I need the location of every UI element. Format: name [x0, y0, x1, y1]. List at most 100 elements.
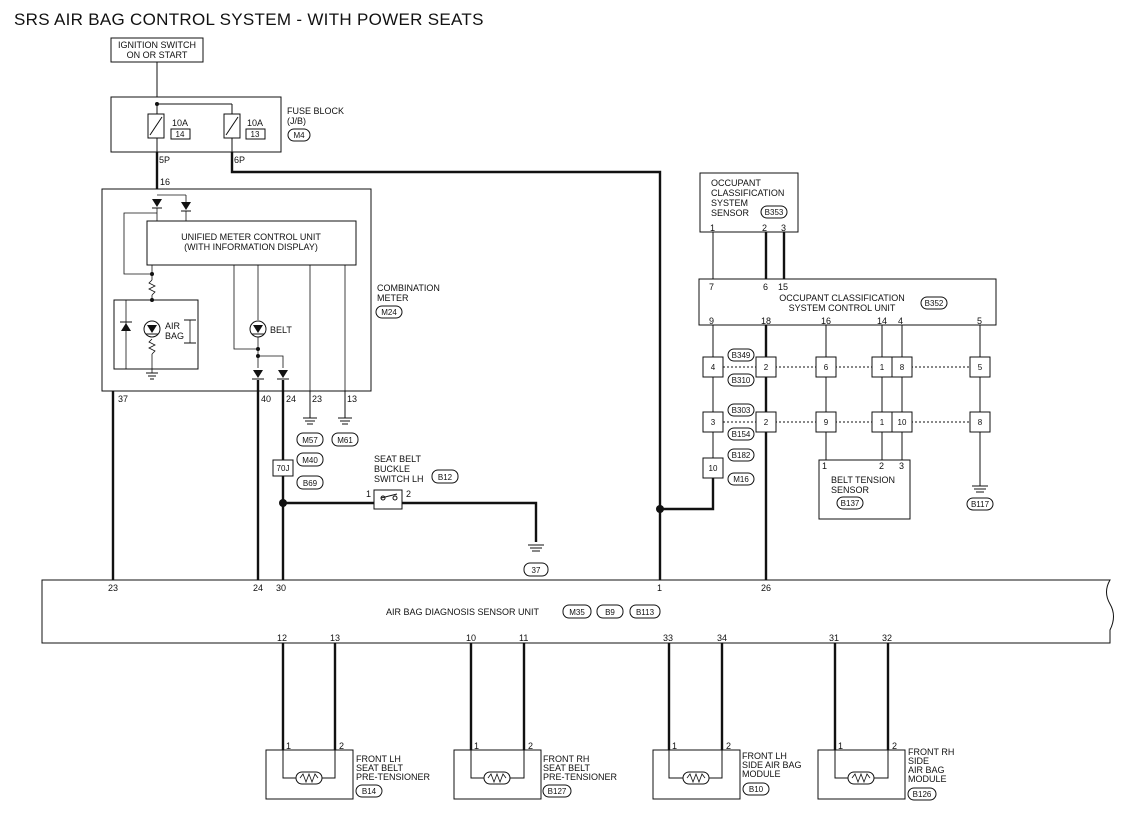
fuse-b-rating: 10A	[247, 118, 263, 128]
buckle-pin-1: 1	[366, 489, 371, 499]
meter-pin-13: 13	[347, 394, 357, 404]
svg-text:SEAT BELT: SEAT BELT	[543, 763, 591, 773]
svg-text:13: 13	[330, 633, 340, 643]
ground-connector-b117	[966, 497, 994, 511]
svg-text:37: 37	[532, 566, 541, 575]
device-front-rh-side-airbag: 1 2 FRONT RH SIDE AIR BAG MODULE B126	[817, 643, 954, 801]
svg-text:M16: M16	[733, 475, 749, 484]
fuse-pin-6p: 6P	[234, 155, 245, 165]
svg-text:PRE-TENSIONER: PRE-TENSIONER	[543, 772, 618, 782]
fuse-block-connector	[287, 128, 311, 142]
svg-text:BELT TENSION: BELT TENSION	[831, 475, 895, 485]
svg-text:15: 15	[778, 282, 788, 292]
svg-text:B154: B154	[732, 430, 751, 439]
svg-text:7: 7	[709, 282, 714, 292]
harness-row-1: 4 2 6 1 8 5 B349 B310	[702, 348, 991, 387]
svg-text:B349: B349	[732, 351, 751, 360]
svg-text:9: 9	[824, 418, 829, 427]
device-front-rh-pretensioner: 1 2 FRONT RH SEAT BELT PRE-TENSIONER B12…	[453, 643, 618, 800]
svg-text:2: 2	[892, 741, 897, 751]
svg-text:1: 1	[672, 741, 677, 751]
page-title: SRS AIR BAG CONTROL SYSTEM - WITH POWER …	[14, 10, 484, 29]
buckle-pin-2: 2	[406, 489, 411, 499]
svg-text:FRONT RH: FRONT RH	[908, 747, 954, 757]
harness-row-3-connector-a	[727, 448, 755, 462]
unified-unit-label-1: UNIFIED METER CONTROL UNIT	[181, 232, 321, 242]
svg-text:1: 1	[880, 363, 885, 372]
svg-text:M4: M4	[293, 131, 305, 140]
junction-connector-m40	[296, 452, 324, 467]
buckle-connector	[431, 469, 459, 484]
svg-text:30: 30	[276, 583, 286, 593]
svg-text:SEAT BELT: SEAT BELT	[356, 763, 404, 773]
meter-pin-16: 16	[160, 177, 170, 187]
ground-connector-m57	[296, 432, 324, 447]
fuse-a-number: 14	[176, 130, 185, 139]
svg-text:6: 6	[763, 282, 768, 292]
svg-text:1: 1	[880, 418, 885, 427]
svg-text:B10: B10	[749, 785, 764, 794]
svg-text:1: 1	[657, 583, 662, 593]
fuse-a-rating: 10A	[172, 118, 188, 128]
svg-text:SENSOR: SENSOR	[831, 485, 870, 495]
svg-text:B303: B303	[732, 406, 751, 415]
svg-text:FRONT LH: FRONT LH	[742, 751, 787, 761]
air-bag-diagnosis-sensor-unit: 23 24 30 1 26 AIR BAG DIAGNOSIS SENSOR U…	[41, 579, 1114, 644]
fuse-pin-5p: 5P	[159, 155, 170, 165]
combination-meter-label-1: COMBINATION	[377, 283, 440, 293]
svg-text:12: 12	[277, 633, 287, 643]
svg-text:8: 8	[978, 418, 983, 427]
svg-text:B69: B69	[303, 479, 318, 488]
airbag-lamp-label-1: AIR	[165, 321, 181, 331]
buckle-label-1: SEAT BELT	[374, 454, 422, 464]
svg-text:18: 18	[761, 316, 771, 326]
svg-text:32: 32	[882, 633, 892, 643]
combination-meter: 16 UNIFIED METER CONTROL UNIT (WITH INFO…	[101, 177, 372, 392]
svg-text:2: 2	[339, 741, 344, 751]
svg-text:AIR BAG: AIR BAG	[908, 765, 945, 775]
combination-meter-connector	[375, 305, 403, 319]
belt-lamp-label: BELT	[270, 325, 292, 335]
belt-tension-sensor: 1 2 3 BELT TENSION SENSOR B137	[818, 459, 911, 520]
svg-text:1: 1	[822, 461, 827, 471]
svg-text:B352: B352	[925, 299, 944, 308]
svg-text:SYSTEM CONTROL UNIT: SYSTEM CONTROL UNIT	[789, 303, 896, 313]
svg-text:M61: M61	[337, 436, 353, 445]
svg-text:4: 4	[711, 363, 716, 372]
meter-pin-37: 37	[118, 394, 128, 404]
svg-text:31: 31	[829, 633, 839, 643]
svg-text:70J: 70J	[277, 464, 290, 473]
svg-text:10: 10	[466, 633, 476, 643]
ignition-label-1: IGNITION SWITCH	[118, 40, 196, 50]
svg-text:OCCUPANT: OCCUPANT	[711, 178, 761, 188]
svg-text:1: 1	[286, 741, 291, 751]
buckle-label-3: SWITCH LH	[374, 474, 424, 484]
svg-text:2: 2	[764, 418, 769, 427]
svg-text:B9: B9	[605, 608, 615, 617]
junction-connector-b69	[296, 475, 324, 490]
svg-text:3: 3	[781, 223, 786, 233]
ground-connector-m61	[331, 432, 359, 447]
svg-text:3: 3	[899, 461, 904, 471]
svg-text:B12: B12	[438, 473, 453, 482]
svg-text:8: 8	[900, 363, 905, 372]
svg-text:23: 23	[108, 583, 118, 593]
meter-pin-23: 23	[312, 394, 322, 404]
svg-text:10: 10	[709, 464, 718, 473]
diag-unit-label: AIR BAG DIAGNOSIS SENSOR UNIT	[386, 607, 540, 617]
svg-text:PRE-TENSIONER: PRE-TENSIONER	[356, 772, 431, 782]
harness-row-3-connector-b	[727, 472, 755, 486]
svg-text:24: 24	[253, 583, 263, 593]
svg-text:2: 2	[726, 741, 731, 751]
svg-text:4: 4	[898, 316, 903, 326]
svg-text:MODULE: MODULE	[742, 769, 781, 779]
svg-text:2: 2	[879, 461, 884, 471]
svg-text:33: 33	[663, 633, 673, 643]
svg-text:B14: B14	[362, 787, 377, 796]
svg-text:B127: B127	[548, 787, 567, 796]
device-front-lh-side-airbag: 1 2 FRONT LH SIDE AIR BAG MODULE B10	[652, 643, 802, 800]
ignition-switch: IGNITION SWITCH ON OR START	[110, 37, 204, 63]
svg-text:2: 2	[528, 741, 533, 751]
svg-text:CLASSIFICATION: CLASSIFICATION	[711, 188, 784, 198]
svg-text:6: 6	[824, 363, 829, 372]
